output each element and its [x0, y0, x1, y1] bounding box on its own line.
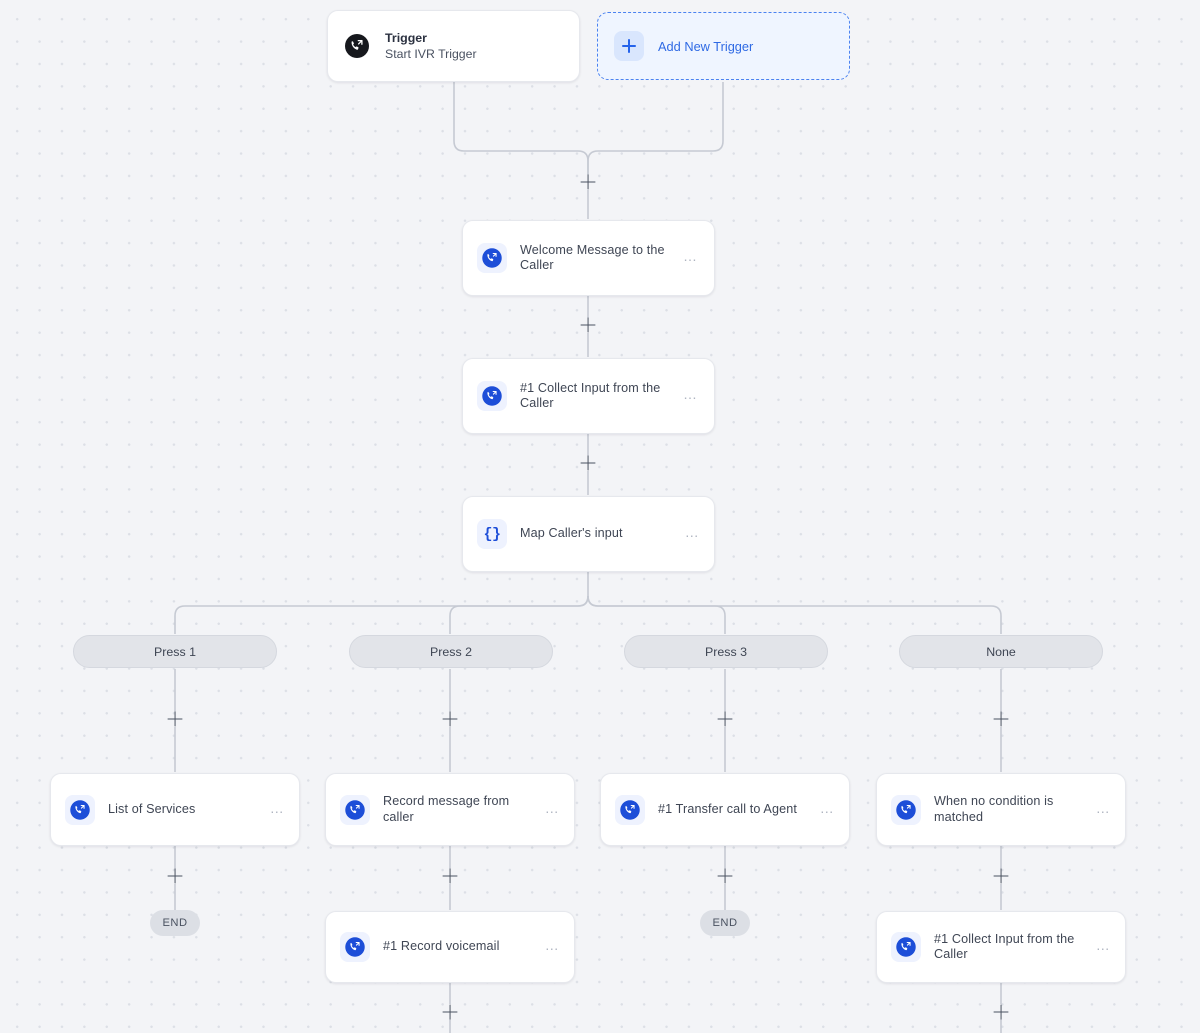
phone-outgoing-icon	[340, 794, 370, 825]
add-step-button-none-b[interactable]	[992, 867, 1011, 886]
phone-outgoing-icon	[615, 794, 645, 825]
node-title: List of Services	[108, 801, 196, 816]
node-collect-input-1[interactable]: #1 Collect Input from the Caller …	[462, 358, 715, 434]
wire-trigger-to-spine	[453, 82, 589, 175]
branch-pill-press-1[interactable]: Press 1	[73, 635, 277, 668]
node-transfer-call-to-agent[interactable]: #1 Transfer call to Agent …	[600, 773, 850, 846]
node-when-no-condition-matched[interactable]: When no condition is matched …	[876, 773, 1126, 846]
phone-outgoing-icon	[477, 381, 507, 411]
add-step-button-press-2-a[interactable]	[441, 710, 460, 729]
curly-braces-icon: {}	[477, 519, 507, 549]
phone-outgoing-icon	[340, 932, 370, 962]
node-menu-button[interactable]: …	[1095, 799, 1111, 816]
add-step-button-press-2-c[interactable]	[441, 1003, 460, 1022]
node-menu-button[interactable]: …	[683, 386, 699, 402]
add-step-button-press-3-a[interactable]	[716, 710, 735, 729]
branch-pill-none[interactable]: None	[899, 635, 1103, 668]
phone-outgoing-icon	[65, 794, 95, 825]
end-label: END	[162, 917, 188, 929]
wire-addtrigger-to-spine	[587, 82, 724, 175]
trigger-name: Trigger	[385, 31, 427, 45]
plus-icon	[614, 31, 644, 61]
add-step-button-spine-2[interactable]	[579, 316, 598, 335]
wire-fanout-press1	[174, 595, 589, 634]
node-menu-button[interactable]: …	[684, 524, 700, 540]
node-title: When no condition is matched	[934, 794, 1054, 824]
add-new-trigger-label: Add New Trigger	[658, 38, 754, 54]
add-step-button-spine-3[interactable]	[579, 454, 598, 473]
branch-label: None	[986, 644, 1016, 659]
end-badge-press-1: END	[150, 910, 200, 936]
branch-label: Press 3	[704, 644, 747, 659]
node-menu-button[interactable]: …	[819, 799, 835, 816]
node-title: Welcome Message to the Caller	[520, 242, 665, 273]
add-step-button-none-c[interactable]	[992, 1003, 1011, 1022]
add-step-button-press-2-b[interactable]	[441, 867, 460, 886]
add-step-button-none-a[interactable]	[992, 710, 1011, 729]
add-new-trigger-button[interactable]: Add New Trigger	[597, 12, 850, 80]
add-step-button-press-1-b[interactable]	[166, 867, 185, 886]
phone-outgoing-icon	[891, 794, 921, 825]
node-title: #1 Collect Input from the Caller	[520, 380, 661, 411]
node-title: #1 Record voicemail	[383, 939, 500, 954]
node-title: #1 Transfer call to Agent	[658, 801, 797, 816]
node-menu-button[interactable]: …	[544, 799, 560, 816]
node-menu-button[interactable]: …	[544, 937, 560, 953]
node-map-caller-input[interactable]: {} Map Caller's input …	[462, 496, 715, 572]
node-menu-button[interactable]: …	[269, 799, 285, 816]
branch-label: Press 2	[429, 644, 472, 659]
branch-pill-press-2[interactable]: Press 2	[349, 635, 553, 668]
node-record-message-from-caller[interactable]: Record message from caller …	[325, 773, 575, 846]
add-step-button-press-3-b[interactable]	[716, 867, 735, 886]
node-title: Record message from caller	[383, 794, 510, 824]
branch-label: Press 1	[153, 644, 196, 659]
node-list-of-services[interactable]: List of Services …	[50, 773, 300, 846]
node-menu-button[interactable]: …	[683, 248, 699, 264]
add-step-button-press-1-a[interactable]	[166, 710, 185, 729]
trigger-text: Trigger Start IVR Trigger	[385, 31, 477, 61]
node-welcome-message[interactable]: Welcome Message to the Caller …	[462, 220, 715, 296]
trigger-subtitle: Start IVR Trigger	[385, 47, 477, 61]
node-title: Map Caller's input	[520, 526, 623, 541]
phone-outgoing-icon	[342, 31, 372, 61]
node-record-voicemail[interactable]: #1 Record voicemail …	[325, 911, 575, 983]
add-step-button-spine-1[interactable]	[579, 173, 598, 192]
node-menu-button[interactable]: …	[1095, 937, 1111, 953]
phone-outgoing-icon	[477, 243, 507, 273]
node-title: #1 Collect Input from the Caller	[934, 931, 1075, 962]
end-badge-press-3: END	[700, 910, 750, 936]
trigger-card[interactable]: Trigger Start IVR Trigger	[327, 10, 580, 82]
node-collect-input-2[interactable]: #1 Collect Input from the Caller …	[876, 911, 1126, 983]
end-label: END	[712, 917, 738, 929]
wire-fanout-none	[587, 595, 1002, 634]
branch-pill-press-3[interactable]: Press 3	[624, 635, 828, 668]
wire-fanout-press3	[587, 595, 726, 634]
phone-outgoing-icon	[891, 932, 921, 962]
wire-fanout-press2	[449, 595, 589, 634]
